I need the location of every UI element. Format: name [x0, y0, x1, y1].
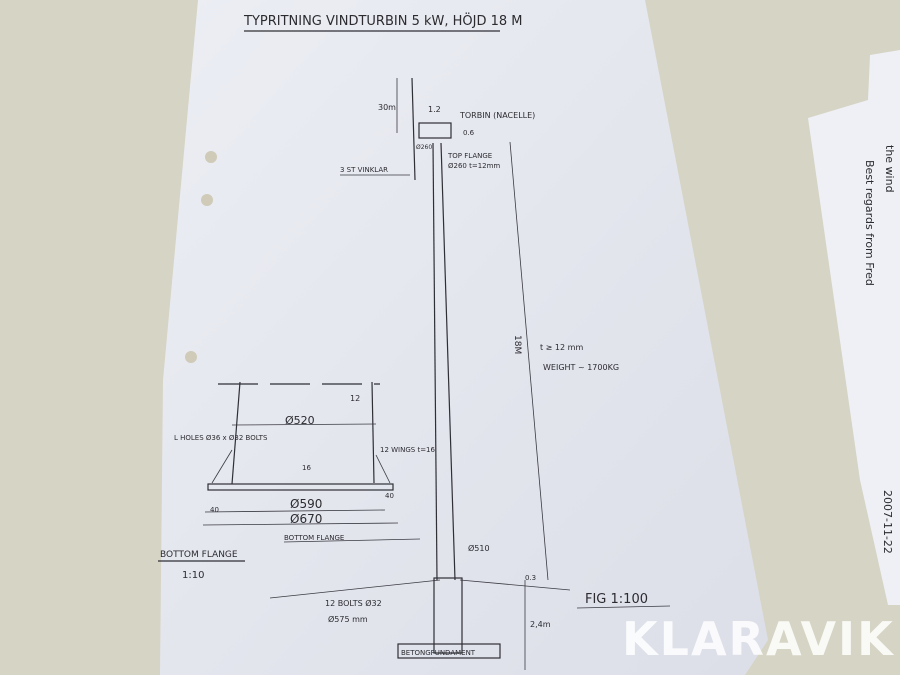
label-nacelle: TORBIN (NACELLE) — [459, 111, 535, 120]
label-holes: L HOLES Ø36 x Ø32 BOLTS — [174, 434, 268, 442]
label-top-flange: TOP FLANGE — [447, 152, 492, 160]
label-thickness: t ≥ 12 mm — [540, 343, 583, 352]
punch-hole — [205, 151, 217, 163]
label-wings: 12 WINGS t=16 — [380, 446, 436, 454]
label-bolts: 12 BOLTS Ø32 — [325, 598, 382, 608]
label-bolt-circle: Ø575 mm — [328, 614, 368, 624]
label-nacelle-width: 1.2 — [428, 105, 441, 114]
label-inner-dia: Ø590 — [290, 497, 322, 511]
label-flange-dia: Ø260 — [416, 144, 432, 151]
label-plate: 16 — [302, 464, 311, 472]
label-depth: 2,4m — [530, 620, 551, 629]
label-18m: 18M — [512, 335, 522, 354]
label-weight: WEIGHT ~ 1700KG — [543, 363, 619, 372]
label-pipe-dia: Ø520 — [285, 414, 315, 427]
bottom-flange-detail: Ø520 12 L HOLES Ø36 x Ø32 BOLTS 12 WINGS… — [158, 381, 436, 581]
label-fig-scale: FIG 1:100 — [585, 592, 648, 607]
label-angle-bar: 3 ST VINKLAR — [340, 166, 388, 174]
watermark-logo: KLARAVIK — [622, 612, 895, 666]
label-scale-title: BOTTOM FLANGE — [160, 550, 238, 560]
side-paper: the wind Best regards from Fred 2007-11-… — [808, 50, 900, 605]
label-nacelle-height: 0.6 — [463, 129, 475, 137]
drawing-sheet — [160, 0, 768, 675]
punch-hole — [201, 194, 213, 206]
label-flange: BOTTOM FLANGE — [284, 534, 344, 542]
label-foundation: BETONGFUNDAMENT — [401, 649, 476, 657]
side-paper-date: 2007-11-22 — [881, 490, 894, 554]
label-base-dia: Ø510 — [468, 543, 490, 553]
label-top-flange-spec: Ø260 t=12mm — [448, 162, 500, 170]
label-outer-dia: Ø670 — [290, 512, 322, 526]
label-scale: 1:10 — [182, 570, 204, 581]
label-left-edge: 40 — [210, 506, 219, 514]
tower-drawing: 30m 1.2 TORBIN (NACELLE) 0.6 Ø260 TOP FL… — [269, 77, 671, 670]
drawing-title: TYPRITNING VINDTURBIN 5 kW, HÖJD 18 M — [243, 12, 523, 29]
label-30m: 30m — [378, 103, 396, 112]
label-ground-offset: 0.3 — [525, 574, 536, 582]
punch-hole — [185, 351, 197, 363]
label-wall: 12 — [350, 394, 360, 403]
side-paper-line2: Best regards from Fred — [863, 160, 876, 286]
label-right-edge: 40 — [385, 492, 394, 500]
side-paper-line1: the wind — [883, 145, 896, 193]
